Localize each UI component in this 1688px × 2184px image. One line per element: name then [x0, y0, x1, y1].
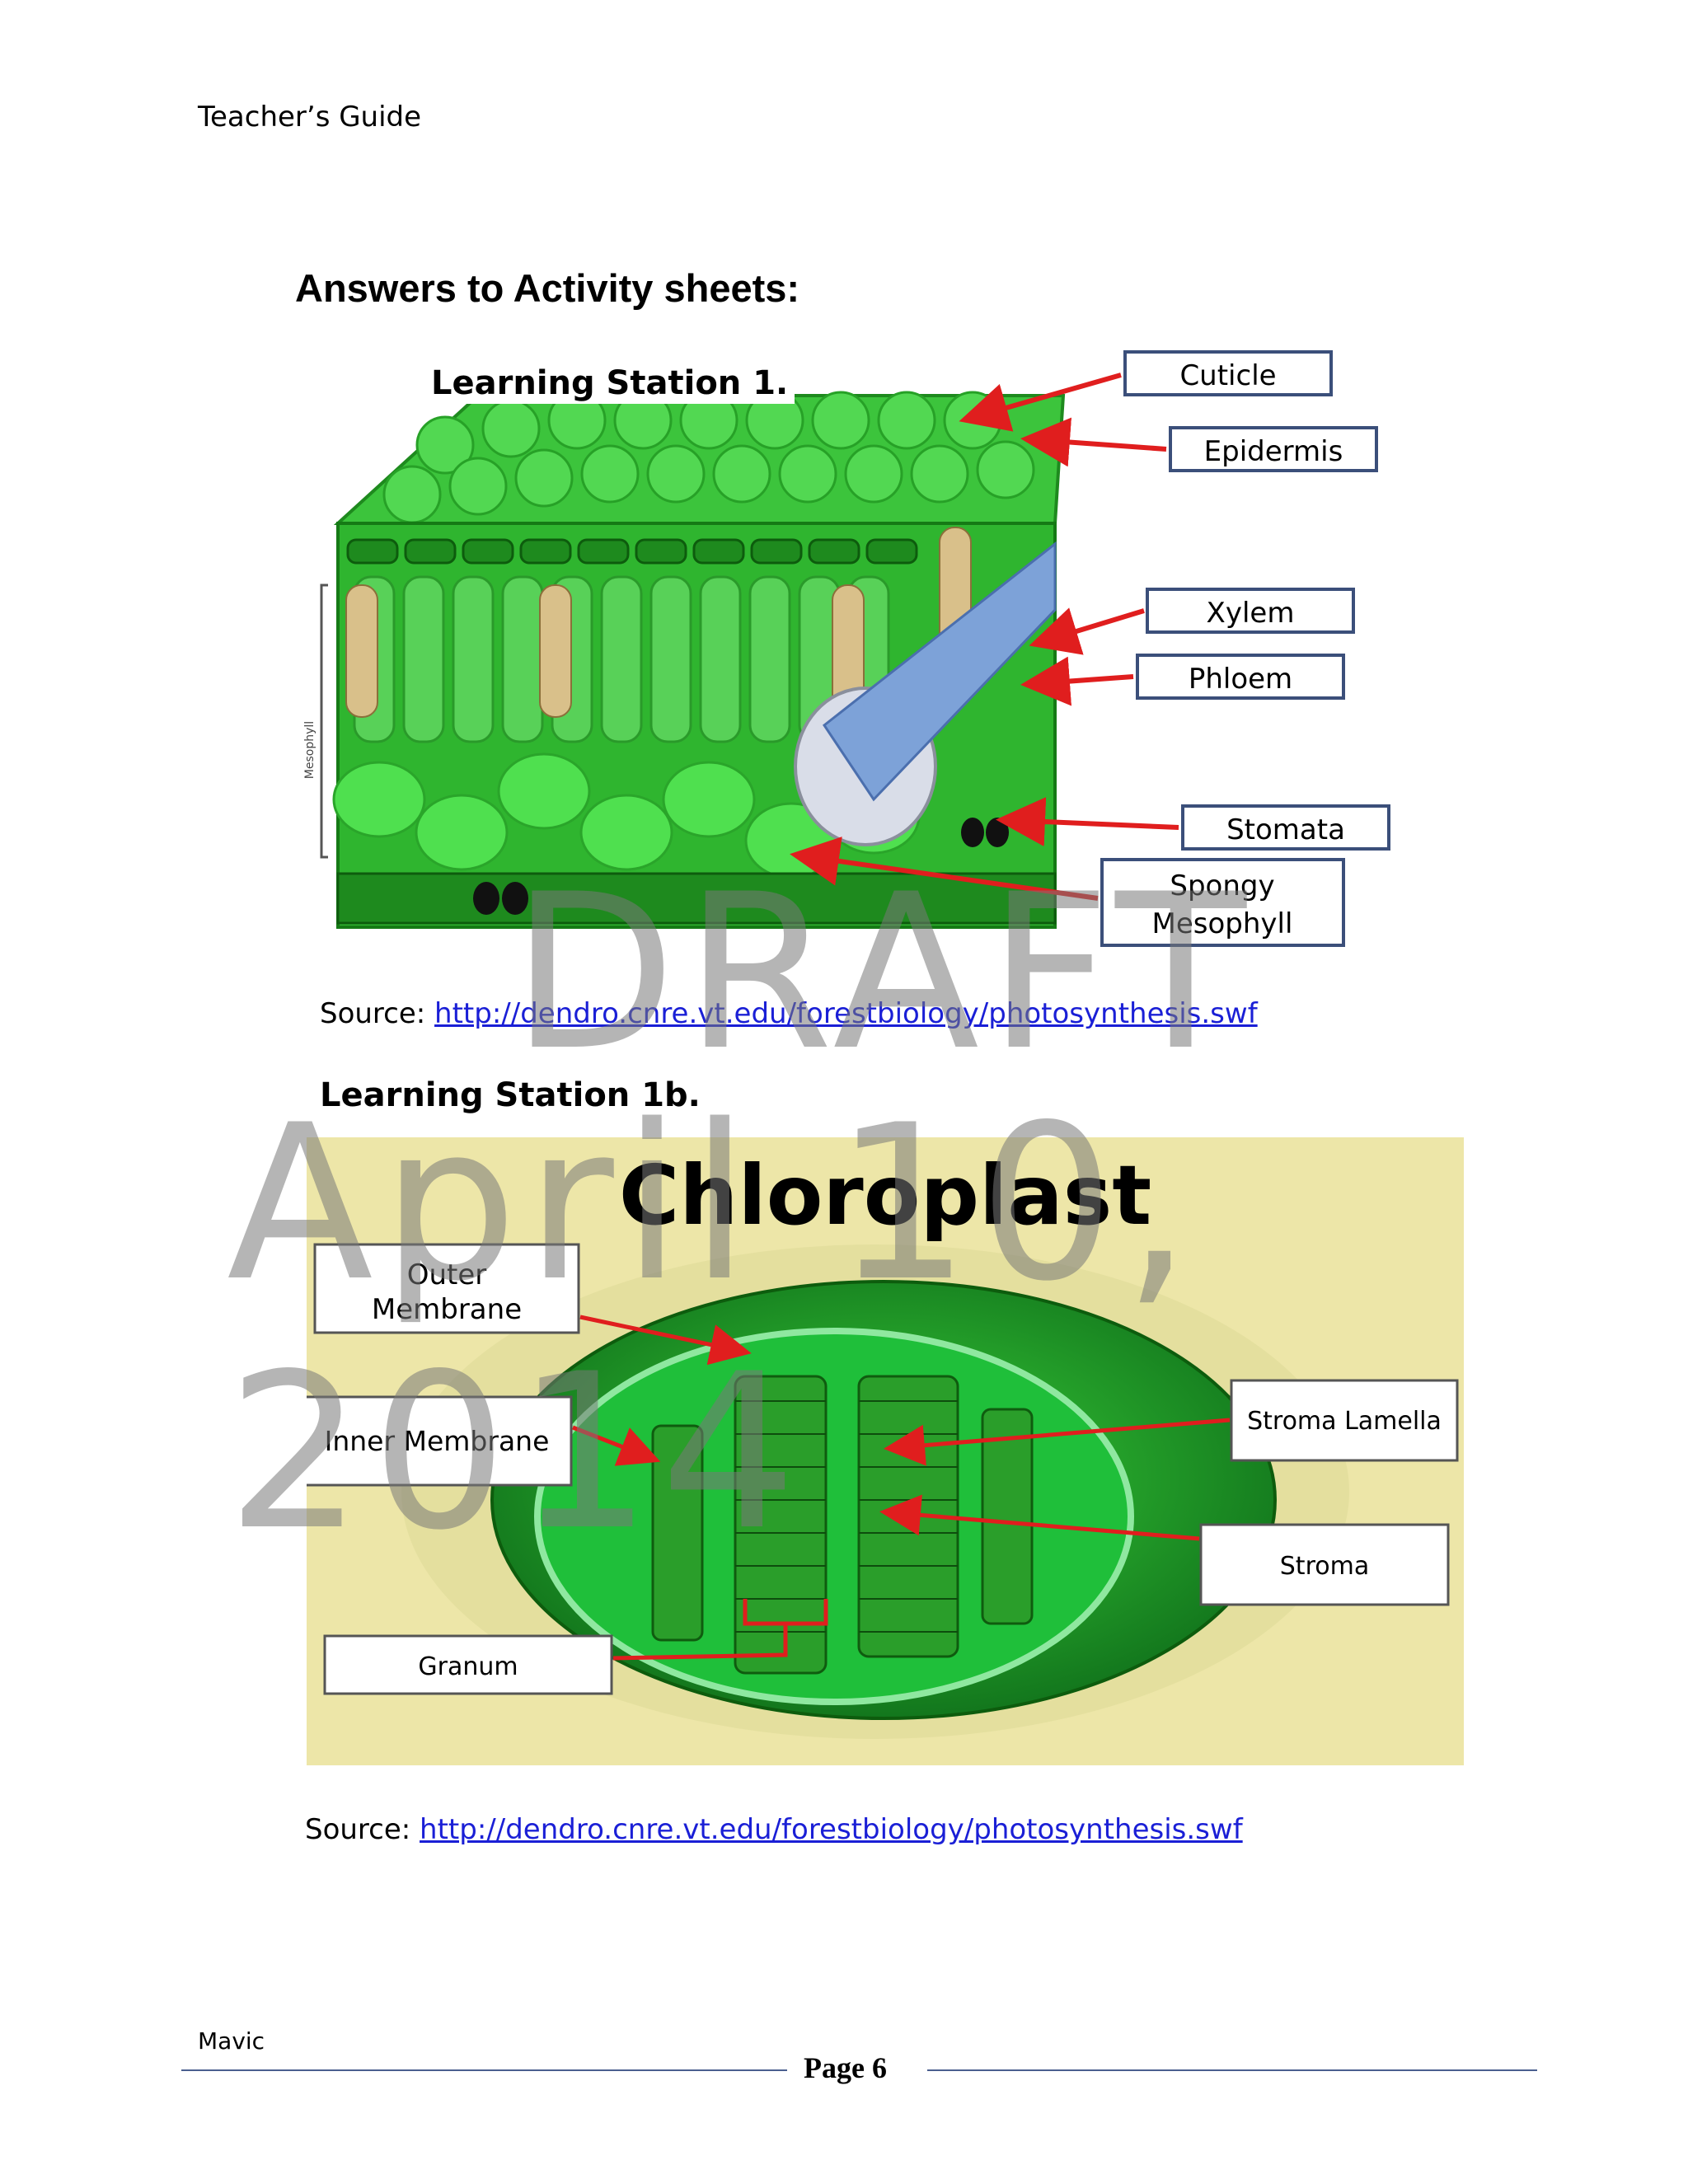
page-number: Page 6: [804, 2051, 887, 2084]
chloroplast-title: Chloroplast: [619, 1147, 1151, 1244]
label-epidermis: Epidermis: [1169, 426, 1378, 472]
svg-text:Outer: Outer: [407, 1258, 487, 1291]
svg-text:Spongy: Spongy: [1170, 869, 1274, 902]
svg-text:Cuticle: Cuticle: [1179, 359, 1276, 392]
svg-text:Stroma: Stroma: [1280, 1552, 1369, 1581]
svg-text:Stroma Lamella: Stroma Lamella: [1247, 1407, 1442, 1436]
station1-label: Learning Station 1.: [424, 363, 795, 404]
label-cuticle: Cuticle: [1123, 350, 1333, 396]
svg-text:Phloem: Phloem: [1189, 663, 1292, 696]
header-guide-title: Teacher’s Guide: [198, 101, 422, 134]
label-xylem: Xylem: [1146, 588, 1355, 634]
svg-text:Membrane: Membrane: [372, 1293, 522, 1326]
footer-rule-right: [927, 2069, 1537, 2071]
upper-epidermis-cells: [346, 538, 918, 565]
label-spongy-mesophyll: Spongy Mesophyll: [1100, 858, 1345, 947]
footer-name: Mavic: [198, 2027, 265, 2055]
granum-arrow-line: [612, 1625, 788, 1661]
chloroplast-inner-cavity: [534, 1328, 1134, 1705]
chloroplast-diagram: Chloroplast Outer Membrane Inner Membran…: [307, 1137, 1464, 1765]
station1-source: Source: http://dendro.cnre.vt.edu/forest…: [320, 997, 1258, 1030]
svg-text:Inner Membrane: Inner Membrane: [325, 1425, 550, 1457]
leaf-arrows: [790, 373, 1179, 901]
station1b-source-prefix: Source:: [305, 1813, 420, 1846]
station1b-source: Source: http://dendro.cnre.vt.edu/forest…: [305, 1813, 1243, 1846]
svg-text:Epidermis: Epidermis: [1204, 435, 1343, 468]
svg-text:Mesophyll: Mesophyll: [1152, 907, 1293, 940]
svg-text:Stomata: Stomata: [1226, 813, 1345, 846]
granum-bracket: [743, 1599, 828, 1626]
label-stomata: Stomata: [1181, 804, 1390, 851]
station1b-source-link[interactable]: http://dendro.cnre.vt.edu/forestbiology/…: [420, 1813, 1243, 1846]
label-phloem: Phloem: [1136, 654, 1345, 700]
label-inner-membrane: Inner Membrane: [307, 1395, 573, 1487]
palisade-nuclei: [345, 527, 972, 718]
leaf-top-bumps: [382, 391, 1035, 524]
palisade-cells: [353, 575, 890, 743]
label-granum: Granum: [323, 1634, 613, 1695]
footer-rule-left: [181, 2069, 787, 2071]
mesophyll-side-label: Mesophyll: [303, 721, 316, 779]
chloroplast-arrows: [572, 1315, 1231, 1541]
leaf-cross-section-diagram: Mesophyll Cuticle Epidermis Xylem Phloem…: [303, 350, 1390, 947]
label-stroma: Stroma: [1199, 1523, 1450, 1606]
station1-source-link[interactable]: http://dendro.cnre.vt.edu/forestbiology/…: [434, 997, 1258, 1030]
svg-text:Xylem: Xylem: [1207, 597, 1295, 630]
svg-text:Granum: Granum: [418, 1652, 518, 1681]
lower-epidermis: [336, 872, 1057, 925]
label-outer-membrane: Outer Membrane: [313, 1243, 580, 1334]
station1-source-prefix: Source:: [320, 997, 435, 1030]
label-stroma-lamella: Stroma Lamella: [1230, 1379, 1459, 1462]
mesophyll-bracket: [320, 583, 328, 859]
page-heading: Answers to Activity sheets:: [295, 266, 800, 310]
station1b-label: Learning Station 1b.: [320, 1076, 701, 1114]
